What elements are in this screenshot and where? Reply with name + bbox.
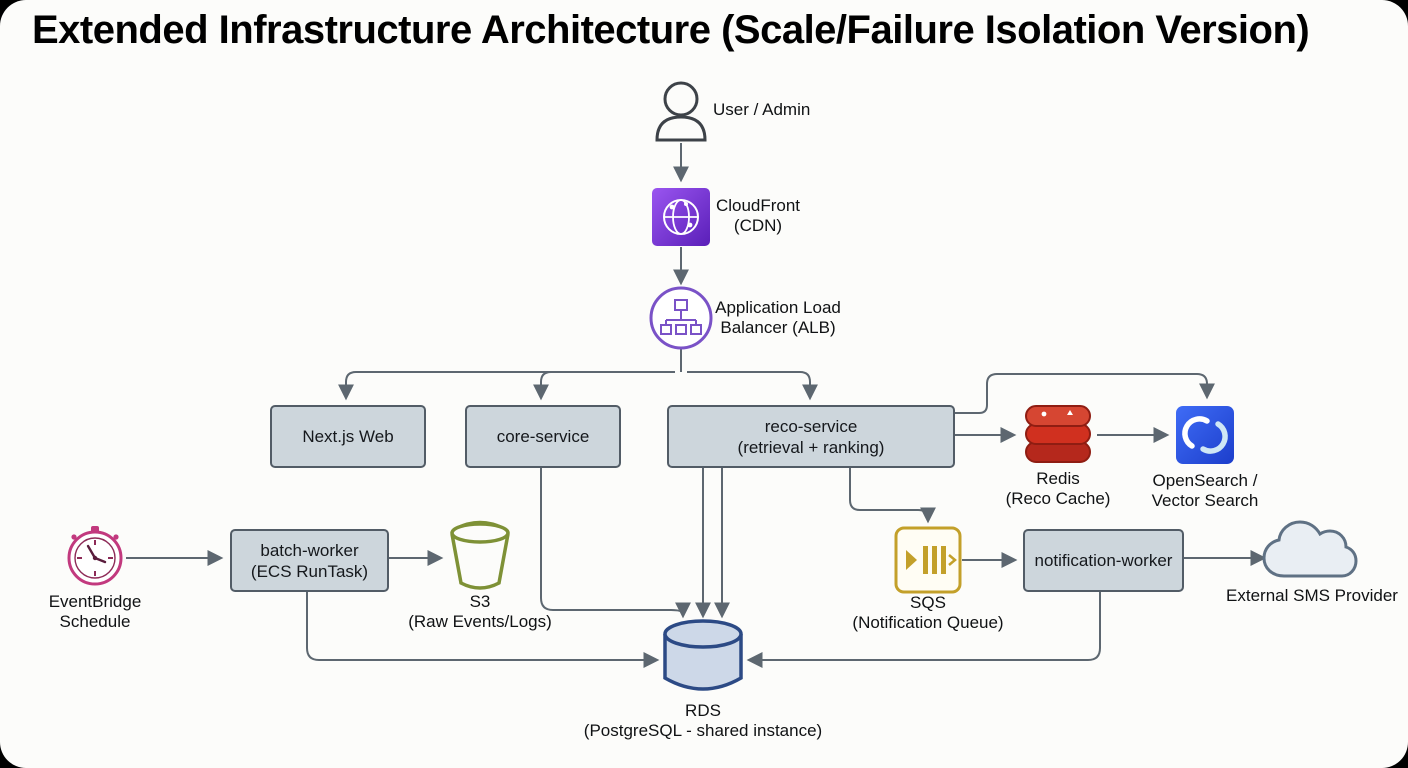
redis-label-line2: (Reco Cache) xyxy=(1005,489,1111,508)
node-core-service: core-service xyxy=(465,405,621,468)
diagram-title: Extended Infrastructure Architecture (Sc… xyxy=(32,8,1310,52)
s3-label: S3 (Raw Events/Logs) xyxy=(390,592,570,632)
s3-label-line1: S3 xyxy=(469,592,491,611)
load-balancer-icon xyxy=(649,286,713,350)
alb-label-line1: Application Load xyxy=(715,298,841,317)
batch-worker-label-line1: batch-worker xyxy=(260,540,359,560)
opensearch-label-line1: OpenSearch / xyxy=(1152,471,1258,490)
database-cylinder-icon xyxy=(663,619,743,691)
rds-label-line1: RDS xyxy=(685,701,721,720)
edge-alb-reco xyxy=(687,371,818,401)
notification-worker-label: notification-worker xyxy=(1034,551,1173,570)
s3-label-line2: (Raw Events/Logs) xyxy=(408,612,552,631)
sms-provider-label: External SMS Provider xyxy=(1226,586,1398,605)
eventbridge-label-line2: Schedule xyxy=(59,612,131,631)
node-notification-worker: notification-worker xyxy=(1023,529,1184,592)
redis-icon xyxy=(1025,405,1091,463)
opensearch-label-line2: Vector Search xyxy=(1151,491,1259,510)
edge-alb-core xyxy=(533,371,675,401)
cloudfront-label: CloudFront (CDN) xyxy=(712,196,804,236)
cloudfront-icon xyxy=(652,188,710,246)
user-label: User / Admin xyxy=(713,100,811,119)
opensearch-icon xyxy=(1176,406,1234,464)
edge-reco-opensearch xyxy=(953,373,1215,414)
bucket-icon xyxy=(450,520,510,590)
rds-label-line2: (PostgreSQL - shared instance) xyxy=(583,721,823,740)
alb-label-line2: Balancer (ALB) xyxy=(720,318,836,337)
redis-label-line1: Redis xyxy=(1036,469,1080,488)
eventbridge-label: EventBridge Schedule xyxy=(15,592,175,632)
cloud-icon xyxy=(1262,520,1358,578)
user-icon xyxy=(655,81,707,142)
nextjs-web-label: Next.js Web xyxy=(302,427,394,446)
batch-worker-label-line2: (ECS RunTask) xyxy=(250,561,369,581)
node-reco-service: reco-service (retrieval + ranking) xyxy=(667,405,955,468)
cloudfront-label-line2: (CDN) xyxy=(733,216,783,235)
redis-label: Redis (Reco Cache) xyxy=(993,469,1123,509)
core-service-label: core-service xyxy=(496,427,590,446)
edge-core-rds xyxy=(540,466,691,619)
rds-label: RDS (PostgreSQL - shared instance) xyxy=(563,701,843,741)
reco-service-label-line2: (retrieval + ranking) xyxy=(737,437,885,457)
node-nextjs-web: Next.js Web xyxy=(270,405,426,468)
cloudfront-label-line1: CloudFront xyxy=(715,196,801,215)
opensearch-label: OpenSearch / Vector Search xyxy=(1130,471,1280,511)
node-batch-worker: batch-worker (ECS RunTask) xyxy=(230,529,389,592)
edge-notifworker-rds xyxy=(746,590,1101,668)
queue-icon xyxy=(894,526,962,594)
edge-batchworker-rds xyxy=(306,590,660,668)
sqs-label: SQS (Notification Queue) xyxy=(838,593,1018,633)
sqs-label-line1: SQS xyxy=(910,593,946,612)
alb-label: Application Load Balancer (ALB) xyxy=(712,298,844,338)
sqs-label-line2: (Notification Queue) xyxy=(852,613,1004,632)
reco-service-label-line1: reco-service xyxy=(764,416,858,436)
clock-icon xyxy=(67,526,123,586)
edge-alb-nextjs xyxy=(338,371,675,401)
edge-reco-sqs xyxy=(849,466,936,524)
eventbridge-label-line1: EventBridge xyxy=(48,592,142,611)
